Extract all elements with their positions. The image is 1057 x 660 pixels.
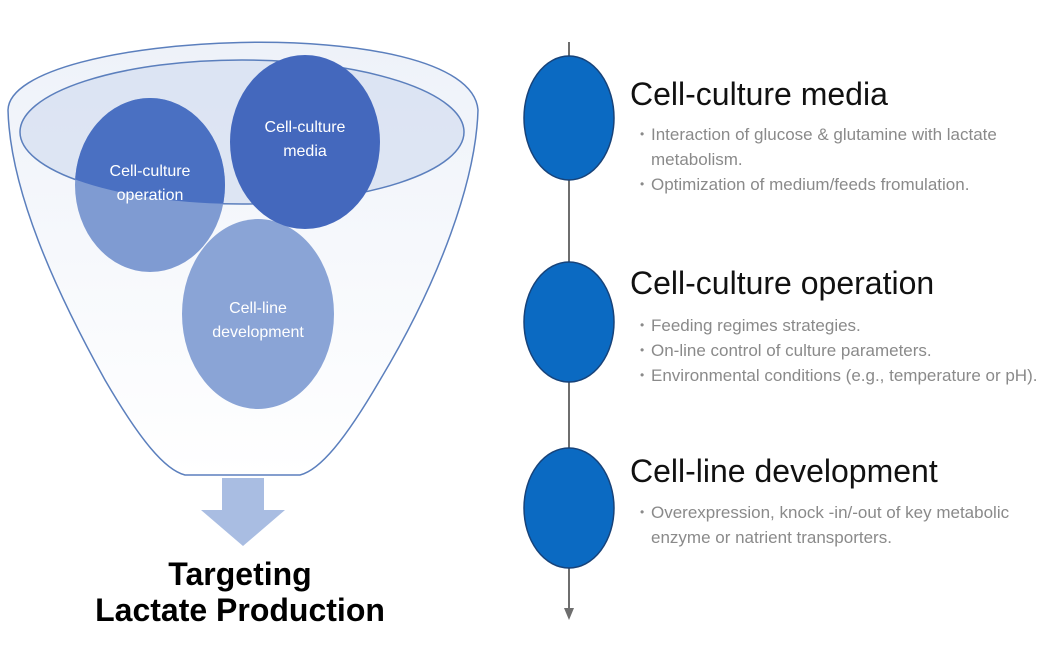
timeline: [523, 42, 615, 620]
list-item: •On-line control of culture parameters.: [640, 341, 932, 360]
timeline-node-operation: [523, 261, 615, 383]
bubble-cell-line-development: [182, 219, 334, 409]
stage-bullets-cell-line: •Overexpression, knock -in/-out of key m…: [640, 500, 1040, 550]
result-title-line1: Targeting: [168, 556, 312, 592]
stage-title-cell-line: Cell-line development: [630, 453, 938, 489]
stage-bullets-operation: •Feeding regimes strategies. •On-line co…: [640, 313, 1055, 388]
timeline-arrowhead-icon: [564, 608, 574, 620]
list-item: •Interaction of glucose & glutamine with…: [640, 125, 997, 169]
list-item: •Overexpression, knock -in/-out of key m…: [640, 503, 1010, 547]
list-item: •Optimization of medium/feeds fromulatio…: [640, 175, 970, 194]
down-arrow-icon: [201, 478, 285, 546]
bubble-cell-culture-media: [230, 55, 380, 229]
timeline-node-cell-line: [523, 447, 615, 569]
list-item: •Feeding regimes strategies.: [640, 316, 861, 335]
bubble-label-cell-line: Cell-line development: [212, 300, 304, 341]
result-title-line2: Lactate Production: [95, 592, 385, 628]
stage-title-operation: Cell-culture operation: [630, 265, 935, 301]
stage-title-media: Cell-culture media: [630, 76, 888, 112]
funnel-diagram: [7, 41, 479, 546]
bubble-label-media: Cell-culture media: [264, 119, 346, 160]
bubble-label-operation: Cell-culture operation: [109, 163, 191, 204]
timeline-node-media: [523, 55, 615, 181]
list-item: •Environmental conditions (e.g., tempera…: [640, 366, 1038, 385]
bubble-cell-culture-operation: [75, 98, 225, 204]
stage-bullets-media: •Interaction of glucose & glutamine with…: [640, 122, 1040, 197]
